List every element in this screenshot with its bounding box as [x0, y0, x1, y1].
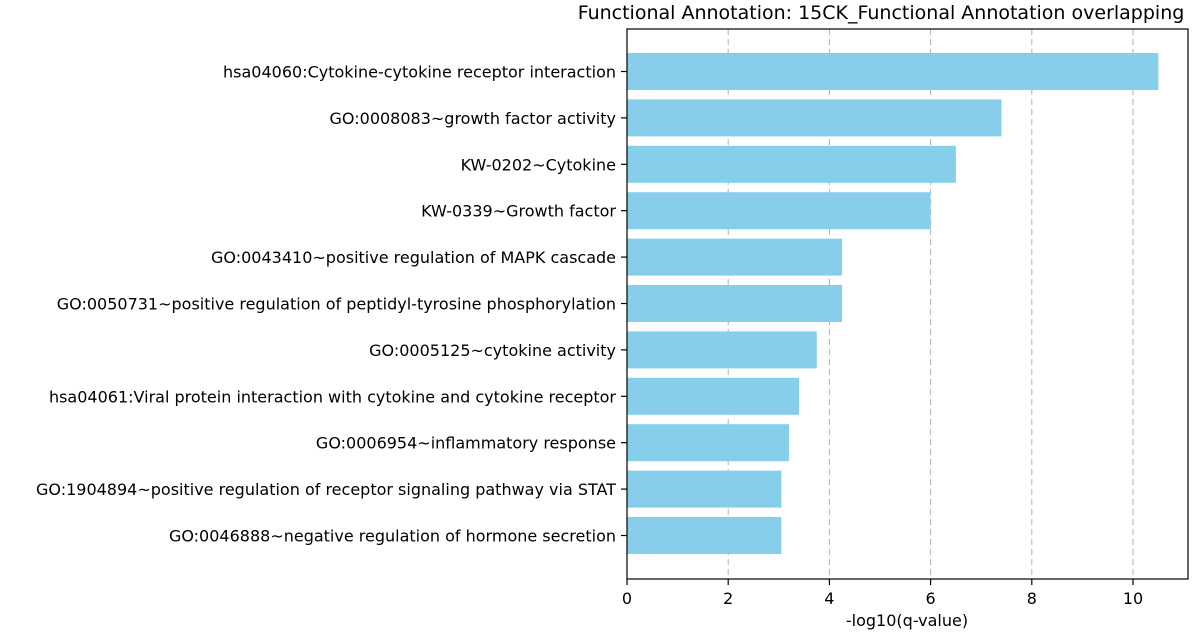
x-tick-label: 2: [723, 589, 733, 608]
bar: [627, 424, 789, 462]
category-label: GO:0006954~inflammatory response: [316, 434, 616, 453]
category-label: KW-0202~Cytokine: [461, 155, 616, 174]
bar: [627, 99, 1002, 137]
bar: [627, 145, 956, 183]
x-axis-label: -log10(q-value): [846, 611, 968, 630]
category-label: hsa04061:Viral protein interaction with …: [49, 387, 616, 406]
x-tick-label: 4: [824, 589, 834, 608]
category-label: GO:0050731~positive regulation of peptid…: [57, 295, 616, 314]
category-label: hsa04060:Cytokine-cytokine receptor inte…: [223, 63, 616, 82]
category-label: GO:0008083~growth factor activity: [330, 109, 616, 128]
bar: [627, 238, 843, 276]
x-tick-label: 6: [926, 589, 936, 608]
category-label: GO:1904894~positive regulation of recept…: [36, 480, 616, 499]
bar: [627, 192, 931, 230]
bar: [627, 53, 1159, 90]
bar: [627, 331, 817, 369]
category-labels: hsa04060:Cytokine-cytokine receptor inte…: [36, 63, 616, 546]
x-axis-ticks: 0 2 4 6 8 10: [621, 70, 1143, 608]
x-tick-label: 8: [1027, 589, 1037, 608]
bar-layer: [627, 53, 1159, 554]
bar: [627, 377, 800, 415]
category-label: KW-0339~Growth factor: [421, 202, 616, 221]
category-label: GO:0043410~positive regulation of MAPK c…: [211, 248, 616, 267]
category-label: GO:0005125~cytokine activity: [369, 341, 616, 360]
bar: [627, 470, 782, 508]
x-tick-label: 10: [1123, 589, 1143, 608]
chart-title: Functional Annotation: 15CK_Functional A…: [578, 2, 1185, 24]
bar: [627, 285, 843, 322]
bar: [627, 517, 782, 554]
x-tick-label: 0: [622, 589, 632, 608]
category-label: GO:0046888~negative regulation of hormon…: [169, 527, 616, 546]
